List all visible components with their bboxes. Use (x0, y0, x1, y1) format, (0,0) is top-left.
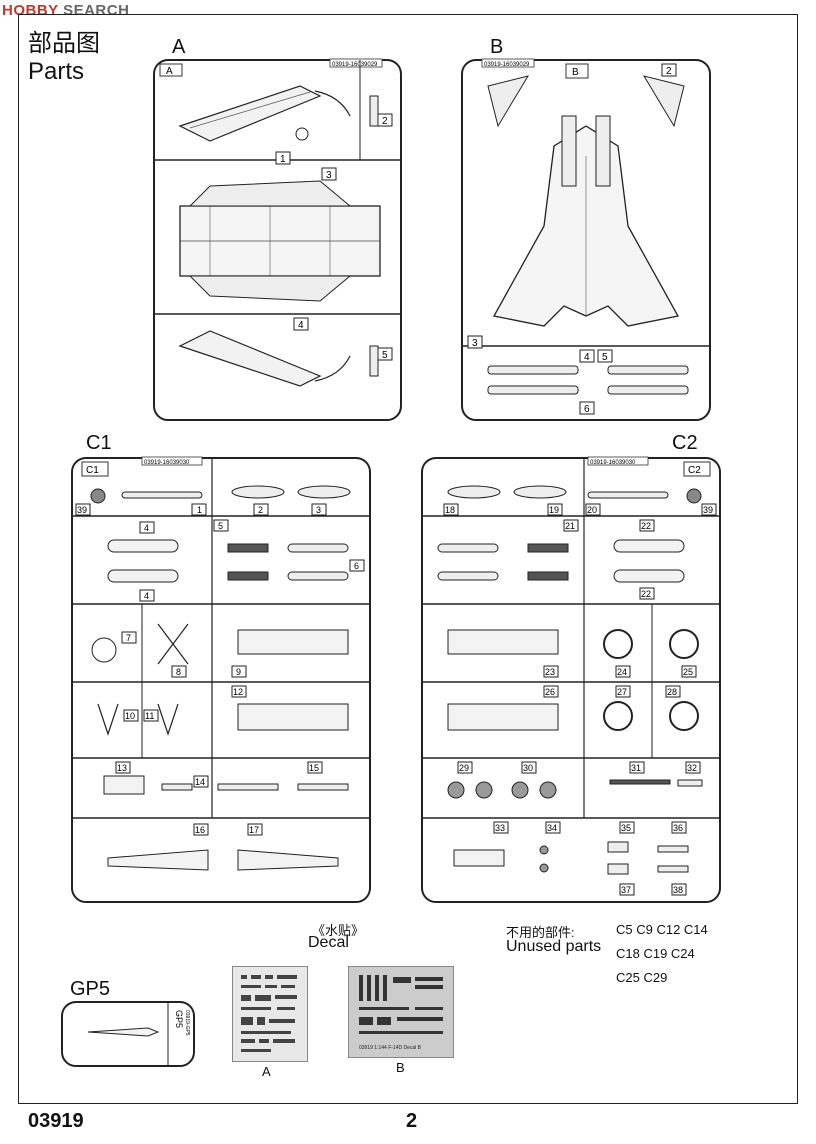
unused-label-en: Unused parts (506, 938, 602, 955)
sprue-c1: C1 03919-16039030 39 1 2 3 4 4 5 6 7 8 (71, 456, 371, 903)
sprue-a: A 03919-16039029 1 2 3 4 5 (153, 58, 402, 421)
a-part-5: 5 (382, 350, 388, 361)
b-part-4: 4 (584, 352, 590, 363)
page-number: 2 (406, 1110, 418, 1132)
a-part-1: 1 (280, 154, 286, 165)
c2-part-36: 36 (673, 823, 683, 833)
unused-line-1: C5 C9 C12 C14 (616, 922, 708, 937)
c1-part-13: 13 (117, 763, 127, 773)
c2-part-23: 23 (545, 667, 555, 677)
c2-part-24: 24 (617, 667, 627, 677)
sprue-b-code: 03919-16039029 (484, 62, 530, 68)
title-cn: 部品图 (28, 30, 100, 57)
c2-part-21: 21 (565, 521, 575, 531)
c2-part-39: 39 (703, 505, 713, 515)
sprue-c2: C2 03919-16039030 18 19 20 39 21 22 22 (421, 456, 721, 903)
unused-line-3: C25 C29 (616, 970, 668, 985)
c2-part-27: 27 (617, 687, 627, 697)
c2-part-26: 26 (545, 687, 555, 697)
c2-part-20: 20 (587, 505, 597, 515)
c2-part-22a: 22 (641, 521, 651, 531)
decal-label-cn: 《水贴》 (312, 923, 365, 938)
b-part-6: 6 (584, 404, 590, 415)
c2-part-32: 32 (687, 763, 697, 773)
c1-part-8: 8 (176, 667, 181, 677)
c2-part-37: 37 (621, 885, 631, 895)
sprue-label-a: A (172, 36, 186, 58)
c2-part-35: 35 (621, 823, 631, 833)
sprue-label-c1: C1 (86, 432, 112, 454)
sprue-gp5-tag: GP5 (174, 1010, 184, 1028)
c1-part-11: 11 (145, 711, 154, 721)
sprue-a-code: 03919-16039029 (332, 62, 378, 68)
c1-part-4b: 4 (144, 591, 149, 601)
sprue-a-tag: A (166, 66, 173, 77)
sprue-label-gp5: GP5 (70, 978, 111, 1000)
c2-part-38: 38 (673, 885, 683, 895)
decal-sheet-a (232, 966, 308, 1062)
c1-part-15: 15 (309, 763, 319, 773)
c2-part-33: 33 (495, 823, 505, 833)
c1-part-39: 39 (77, 505, 87, 515)
c2-part-28: 28 (667, 687, 677, 697)
decal-sheet-b: 03919 1:144 F-14D Decal B (348, 966, 454, 1058)
c1-part-6: 6 (354, 561, 359, 571)
c2-part-18: 18 (445, 505, 455, 515)
decal-sheet-b-text: 03919 1:144 F-14D Decal B (359, 1045, 422, 1051)
c2-part-22b: 22 (641, 589, 651, 599)
c2-part-34: 34 (547, 823, 557, 833)
sprue-c1-code: 03919-16039030 (144, 460, 190, 466)
c1-part-12: 12 (233, 687, 243, 697)
title-en: Parts (28, 58, 85, 85)
c2-part-25: 25 (683, 667, 693, 677)
decal-sheet-b-label: B (396, 1060, 405, 1075)
c1-part-2: 2 (258, 505, 263, 515)
sprue-c1-tag: C1 (86, 465, 99, 476)
sprue-b-tag: B (572, 67, 579, 78)
sprue-gp5: GP5 03919-GP5 (61, 1001, 195, 1067)
footer-code: 03919 (28, 1110, 84, 1132)
c1-part-3: 3 (316, 505, 321, 515)
sprue-label-c2: C2 (672, 432, 698, 454)
c1-part-1: 1 (197, 505, 202, 515)
b-part-2: 2 (666, 66, 672, 77)
c1-part-17: 17 (249, 825, 259, 835)
decal-label-en: Decal (308, 934, 349, 951)
c1-part-14: 14 (195, 777, 205, 787)
decal-sheet-a-label: A (262, 1064, 271, 1079)
c2-part-29: 29 (459, 763, 469, 773)
sprue-label-b: B (490, 36, 504, 58)
sprue-c2-code: 03919-16039030 (590, 460, 636, 466)
unused-line-2: C18 C19 C24 (616, 946, 695, 961)
a-part-2: 2 (382, 116, 388, 127)
unused-label-cn: 不用的部件: (506, 925, 575, 940)
sprue-gp5-code: 03919-GP5 (184, 1010, 190, 1036)
page-frame (18, 14, 798, 1104)
c1-part-7: 7 (126, 633, 131, 643)
a-part-4: 4 (298, 320, 304, 331)
a-part-3: 3 (326, 170, 332, 181)
c2-part-19: 19 (549, 505, 559, 515)
c1-part-5: 5 (218, 521, 223, 531)
c2-part-30: 30 (523, 763, 533, 773)
c2-part-31: 31 (631, 763, 641, 773)
b-part-5: 5 (602, 352, 608, 363)
c1-part-9: 9 (236, 667, 241, 677)
c1-part-4a: 4 (144, 523, 149, 533)
b-part-3: 3 (472, 338, 478, 349)
sprue-c2-tag: C2 (688, 465, 701, 476)
c1-part-10: 10 (125, 711, 135, 721)
sprue-b: 03919-16039029 B 2 3 4 5 6 (461, 58, 711, 421)
c1-part-16: 16 (195, 825, 205, 835)
